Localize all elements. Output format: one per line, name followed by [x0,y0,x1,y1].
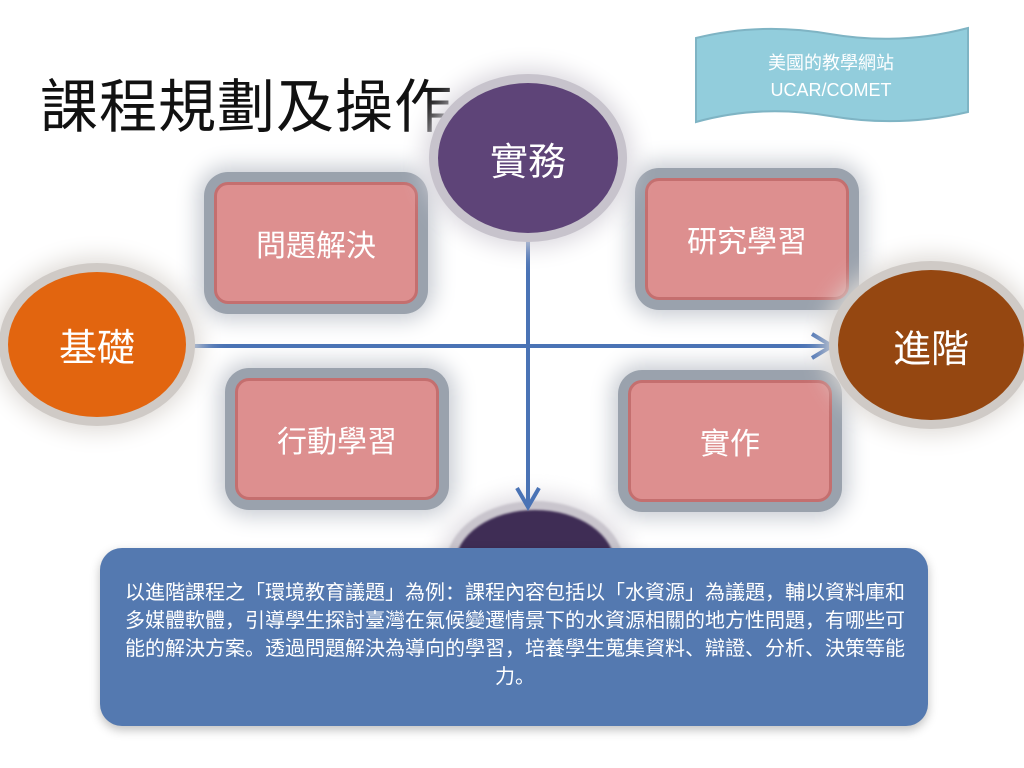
flag-line-1: 美國的教學網站 [768,53,894,73]
circle-practice-domain: 實務 [438,83,618,233]
flag-line-2: UCAR/COMET [770,80,892,100]
description-panel [100,548,928,726]
page-title: 課程規劃及操作 [40,73,454,141]
circle-left-label: 基礎 [58,326,135,370]
box-action-learning: 行動學習 [235,378,439,500]
website-flag-label[interactable]: 美國的教學網站 UCAR/COMET [690,50,972,104]
horizontal-arrowhead [810,332,836,360]
box-problem-solving: 問題解決 [214,182,418,304]
circle-top-label: 實務 [489,139,566,184]
circle-advanced: 進階 [838,270,1024,420]
vertical-arrowhead [515,486,541,511]
box-research-learning: 研究學習 [645,178,849,300]
box-practice: 實作 [628,380,832,502]
circle-right-label: 進階 [892,326,969,371]
website-flag-shape[interactable] [690,20,972,130]
circle-basic: 基礎 [8,272,186,417]
description-text: 以進階課程之「環境教育議題」為例：課程內容包括以「水資源」為議題，輔以資料庫和多… [125,580,905,688]
